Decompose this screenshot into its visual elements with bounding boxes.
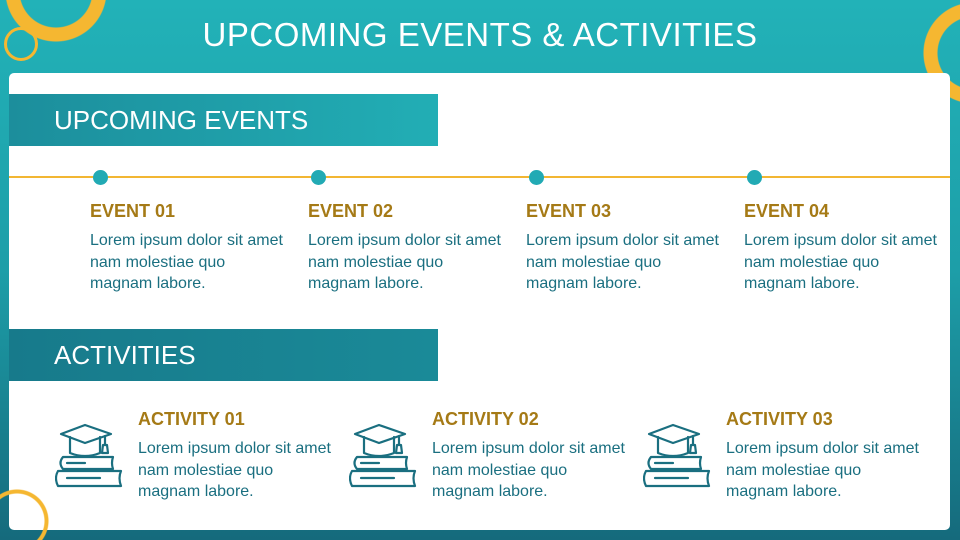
event-title: EVENT 02 bbox=[308, 201, 394, 221]
event-title: EVENT 04 bbox=[744, 201, 830, 221]
event-title: EVENT 01 bbox=[90, 201, 176, 221]
decor-ring-small bbox=[4, 27, 38, 61]
page-title: UPCOMING EVENTS & ACTIVITIES bbox=[202, 16, 758, 53]
activity-title: ACTIVITY 03 bbox=[726, 409, 833, 429]
event-text: Lorem ipsum dolor sit amet nam molestiae… bbox=[526, 232, 719, 292]
activity-item: ACTIVITY 01 Lorem ipsum dolor sit amet n… bbox=[138, 409, 338, 503]
activity-text: Lorem ipsum dolor sit amet nam molestiae… bbox=[432, 440, 625, 500]
activity-text: Lorem ipsum dolor sit amet nam molestiae… bbox=[726, 440, 919, 500]
decor-ring bbox=[0, 486, 52, 540]
timeline-dot bbox=[311, 170, 326, 185]
activity-title: ACTIVITY 01 bbox=[138, 409, 245, 429]
event-text: Lorem ipsum dolor sit amet nam molestiae… bbox=[90, 232, 283, 292]
event-text: Lorem ipsum dolor sit amet nam molestiae… bbox=[744, 232, 937, 292]
content-card bbox=[9, 73, 950, 530]
event-text: Lorem ipsum dolor sit amet nam molestiae… bbox=[308, 232, 501, 292]
activities-header: ACTIVITIES bbox=[9, 329, 438, 381]
graduation-books-icon bbox=[54, 423, 125, 489]
timeline-dot bbox=[747, 170, 762, 185]
event-item: EVENT 03 Lorem ipsum dolor sit amet nam … bbox=[526, 201, 726, 295]
activity-item: ACTIVITY 03 Lorem ipsum dolor sit amet n… bbox=[726, 409, 926, 503]
timeline-line bbox=[9, 176, 950, 178]
event-item: EVENT 01 Lorem ipsum dolor sit amet nam … bbox=[90, 201, 290, 295]
events-header: UPCOMING EVENTS bbox=[9, 94, 438, 146]
graduation-books-icon bbox=[642, 423, 713, 489]
event-title: EVENT 03 bbox=[526, 201, 612, 221]
timeline-dot bbox=[93, 170, 108, 185]
graduation-books-icon bbox=[348, 423, 419, 489]
event-item: EVENT 04 Lorem ipsum dolor sit amet nam … bbox=[744, 201, 944, 295]
event-item: EVENT 02 Lorem ipsum dolor sit amet nam … bbox=[308, 201, 508, 295]
activity-text: Lorem ipsum dolor sit amet nam molestiae… bbox=[138, 440, 331, 500]
timeline-dot bbox=[529, 170, 544, 185]
activity-title: ACTIVITY 02 bbox=[432, 409, 539, 429]
activity-item: ACTIVITY 02 Lorem ipsum dolor sit amet n… bbox=[432, 409, 632, 503]
